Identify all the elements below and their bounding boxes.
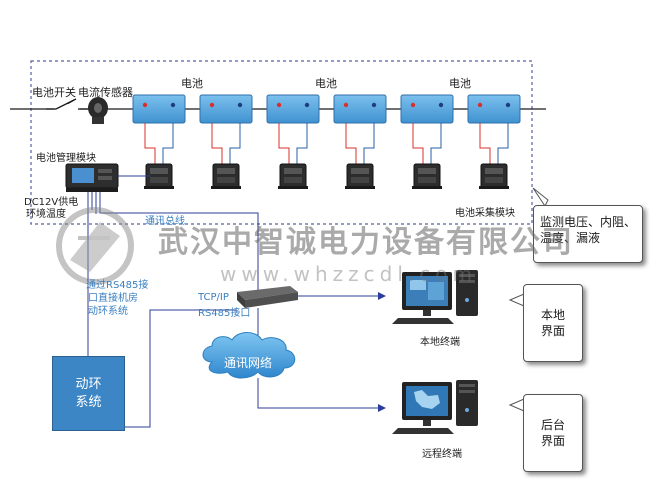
local-ui-line1: 本地	[540, 308, 565, 322]
comm-network-label: 通讯网络	[224, 356, 273, 370]
bms-module-label: 电池管理模块	[36, 153, 96, 164]
collector-module-icon	[479, 163, 509, 189]
current-sensor-icon	[88, 97, 108, 124]
dc12v-label: DC12V供电	[24, 197, 79, 208]
callout-pointer	[508, 398, 525, 412]
battery-label-2: 电池	[315, 77, 337, 90]
battery-icon	[467, 94, 521, 124]
local-terminal-label: 本地终端	[420, 337, 460, 348]
system-boundary	[30, 60, 533, 225]
monitor-note: 监测电压、内阻、温度、漏液	[533, 205, 643, 263]
tcpip-label-2: RS485接口	[198, 308, 251, 319]
remote-terminal-label: 远程终端	[422, 449, 462, 460]
dynamic-env-system-box: 动环系统	[52, 356, 125, 431]
collector-wires	[144, 123, 174, 164]
callout-pointer	[532, 187, 549, 207]
battery-switch-icon	[46, 98, 88, 114]
watermark-logo	[56, 207, 134, 285]
tcpip-label-1: TCP/IP	[198, 292, 229, 303]
battery-icon	[400, 94, 454, 124]
collector-wires	[211, 123, 241, 164]
collector-module-label: 电池采集模块	[455, 208, 515, 219]
rs485-label-3: 动环系统	[88, 306, 128, 317]
rs485-label-1: 通过RS485接	[86, 280, 149, 291]
dynamic-env-label-1: 动环	[75, 376, 102, 392]
callout-pointer	[508, 293, 525, 307]
env-temp-label: 环境温度	[26, 209, 66, 220]
watermark-url: www.whzzcdl.com	[220, 262, 477, 286]
current-sensor-label: 电流传感器	[78, 86, 133, 99]
comm-bus-label: 通讯总线	[145, 216, 185, 227]
battery-switch-label: 电池开关	[32, 86, 76, 99]
backend-ui-note: 后台界面	[523, 394, 583, 472]
collector-module-icon	[345, 163, 375, 189]
battery-label-1: 电池	[181, 77, 203, 90]
backend-ui-line2: 界面	[540, 434, 565, 448]
battery-icon	[333, 94, 387, 124]
collector-wires	[412, 123, 442, 164]
battery-icon	[132, 94, 186, 124]
battery-label-3: 电池	[449, 77, 471, 90]
watermark-company: 武汉中智诚电力设备有限公司	[158, 225, 574, 260]
remote-terminal-icon	[392, 380, 478, 434]
collector-wires	[278, 123, 308, 164]
rs485-label-2: 口直接机房	[88, 293, 138, 304]
dh-to-network-line	[123, 309, 237, 428]
collector-row	[144, 123, 509, 189]
dynamic-env-label-2: 系统	[75, 394, 102, 410]
collector-wires	[345, 123, 375, 164]
backend-ui-line1: 后台	[540, 418, 565, 432]
battery-row	[132, 94, 521, 124]
bms-module-device	[65, 163, 119, 192]
local-terminal-icon	[392, 270, 478, 324]
collector-wires	[479, 123, 509, 164]
battery-icon	[266, 94, 320, 124]
collector-module-icon	[211, 163, 241, 189]
local-ui-note: 本地界面	[523, 284, 583, 362]
arrow-to-remote	[257, 378, 386, 412]
collector-module-icon	[278, 163, 308, 189]
battery-icon	[199, 94, 253, 124]
comm-network-cloud	[202, 332, 296, 379]
collector-module-icon	[412, 163, 442, 189]
comm-bus-line	[99, 192, 259, 290]
local-ui-line2: 界面	[540, 324, 565, 338]
collector-module-icon	[144, 163, 174, 189]
tcpip-switch-device	[237, 286, 298, 308]
